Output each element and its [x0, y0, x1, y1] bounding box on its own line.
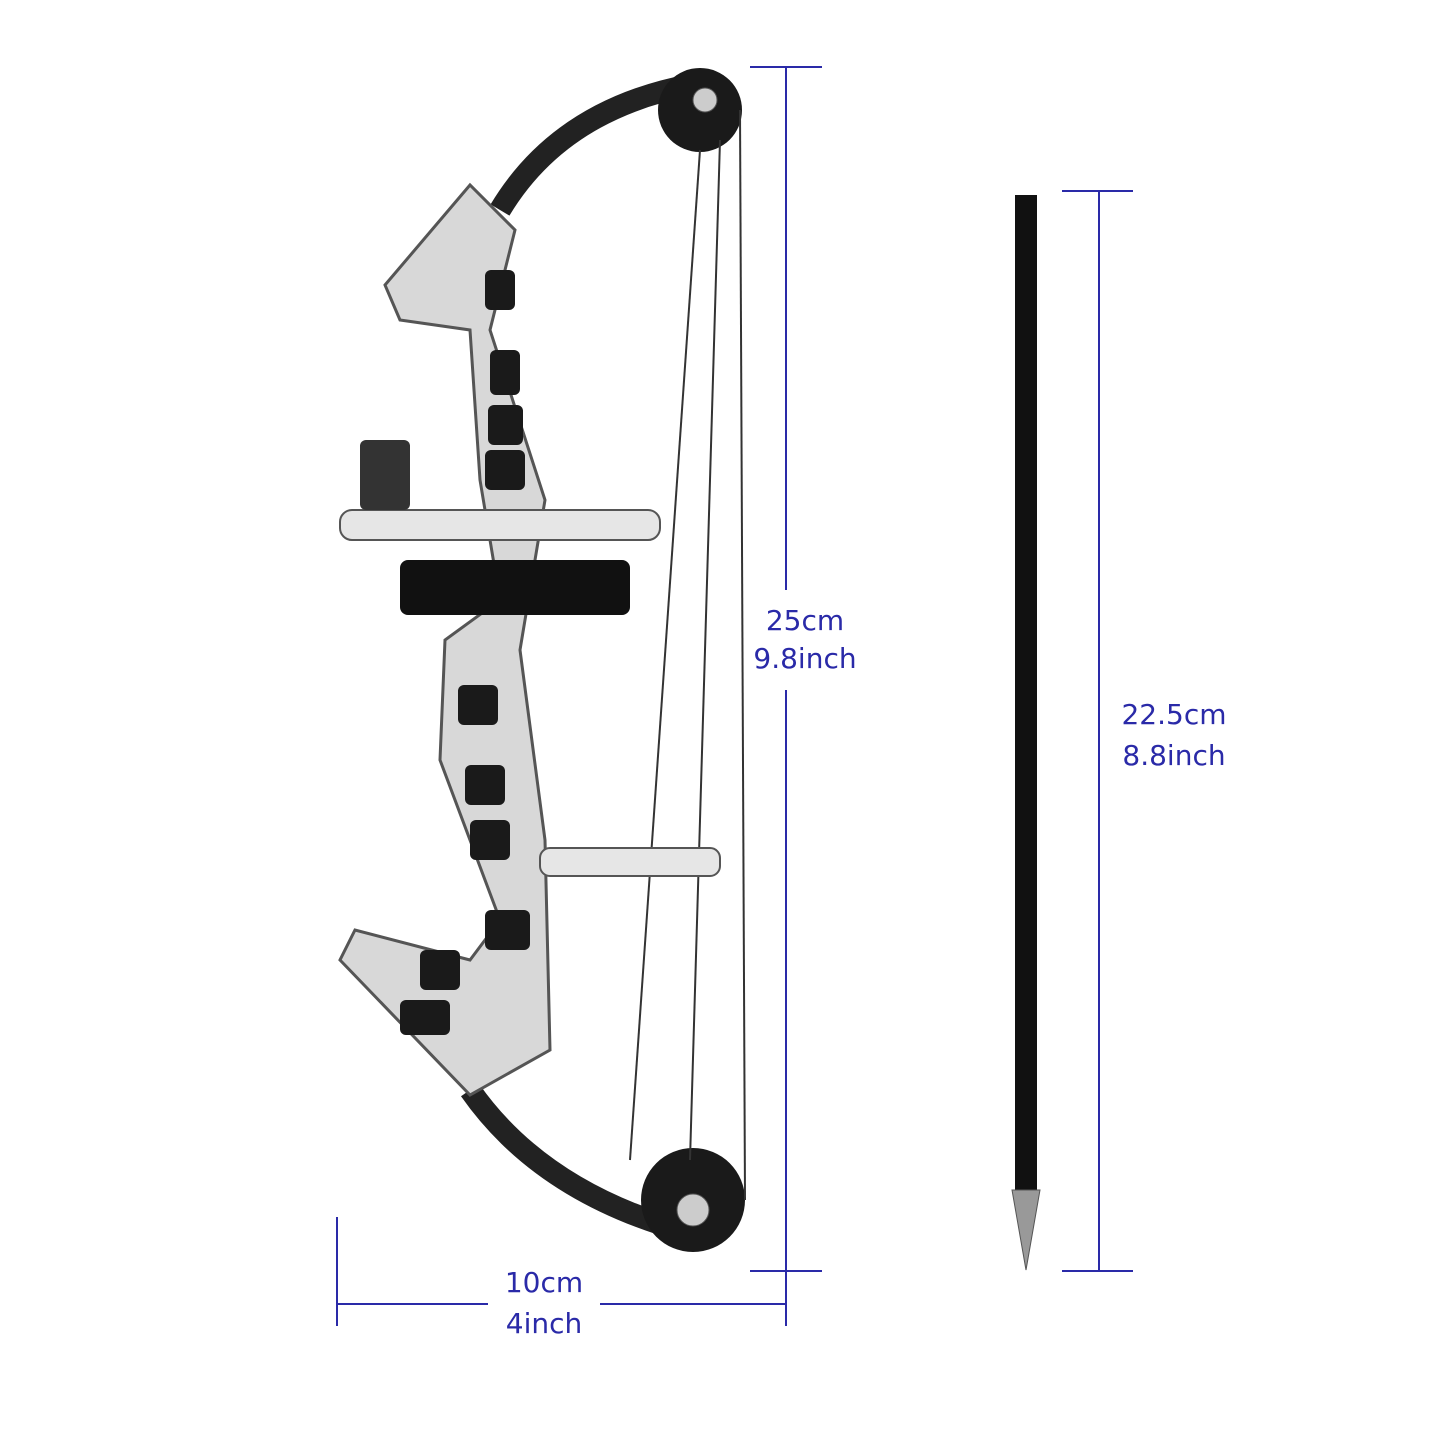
bow-width-inch-label: 4inch — [506, 1307, 582, 1340]
arrow-image — [1011, 195, 1041, 1271]
bow-width-cm-label: 10cm — [505, 1266, 583, 1299]
arrow-length-cm-label: 22.5cm — [1121, 698, 1226, 731]
compound-bow-image — [338, 68, 746, 1252]
arrow-length-inch-label: 8.8inch — [1122, 739, 1225, 772]
bow-height-cm-label: 25cm — [766, 604, 844, 637]
dimension-lines — [336, 66, 1133, 1326]
bow-height-inch-label: 9.8inch — [753, 642, 856, 675]
